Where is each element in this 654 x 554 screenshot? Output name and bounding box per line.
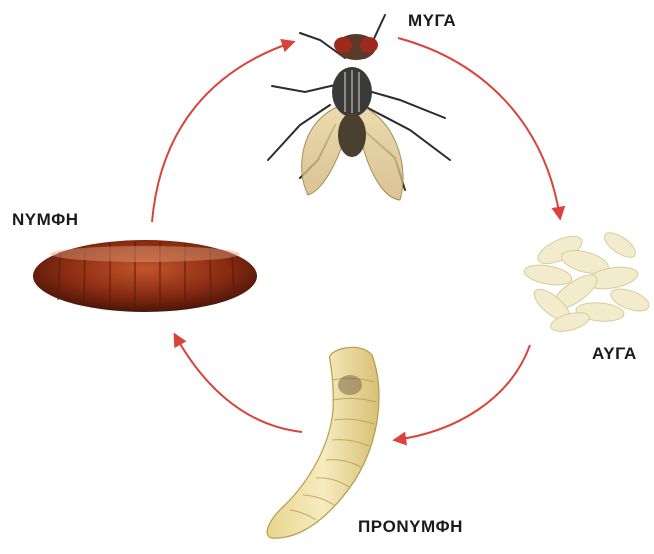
label-pupa: ΝΥΜΦΗ [12,210,79,230]
larva-illustration [267,347,379,538]
fly-illustration [268,15,450,200]
label-adult-fly: ΜΥΓΑ [408,11,456,31]
arrow-eggs-to-larva [395,345,530,440]
label-eggs: ΑΥΓΑ [592,344,637,364]
arrow-pupa-to-fly [152,42,293,222]
eggs-illustration [523,228,652,335]
pupa-illustration [33,240,257,312]
arrow-fly-to-eggs [398,38,560,218]
label-larva: ΠΡΟΝΥΜΦΗ [358,517,463,537]
arrow-larva-to-pupa [175,335,302,432]
